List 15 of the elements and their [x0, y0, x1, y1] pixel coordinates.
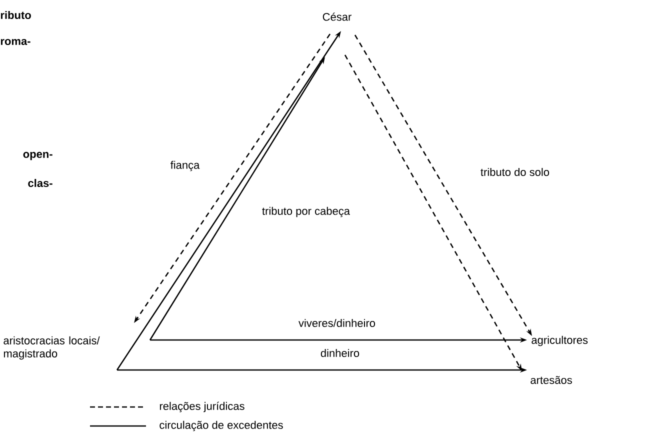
legend-label: circulação de excedentes: [160, 420, 283, 432]
text-fragment: ributo: [0, 10, 31, 20]
edge-label: fiança: [169, 160, 201, 172]
text-fragment: open-: [23, 152, 52, 160]
edge-label: tributo do solo: [479, 166, 551, 178]
node-label: aristocracias locais/ magistrado: [4, 336, 100, 360]
edge-label: dinheiro: [319, 348, 361, 358]
edge-label: tributo por cabeça: [260, 206, 352, 218]
legend-label: relações jurídicas: [160, 402, 244, 412]
text-fragment: roma-: [0, 38, 30, 45]
node-label: artesãos: [530, 376, 572, 384]
text-fragment: clas-: [28, 178, 52, 188]
edge-label: viveres/dinheiro: [297, 318, 377, 328]
node-label: César: [322, 12, 352, 21]
node-label: agricultores: [532, 336, 588, 346]
